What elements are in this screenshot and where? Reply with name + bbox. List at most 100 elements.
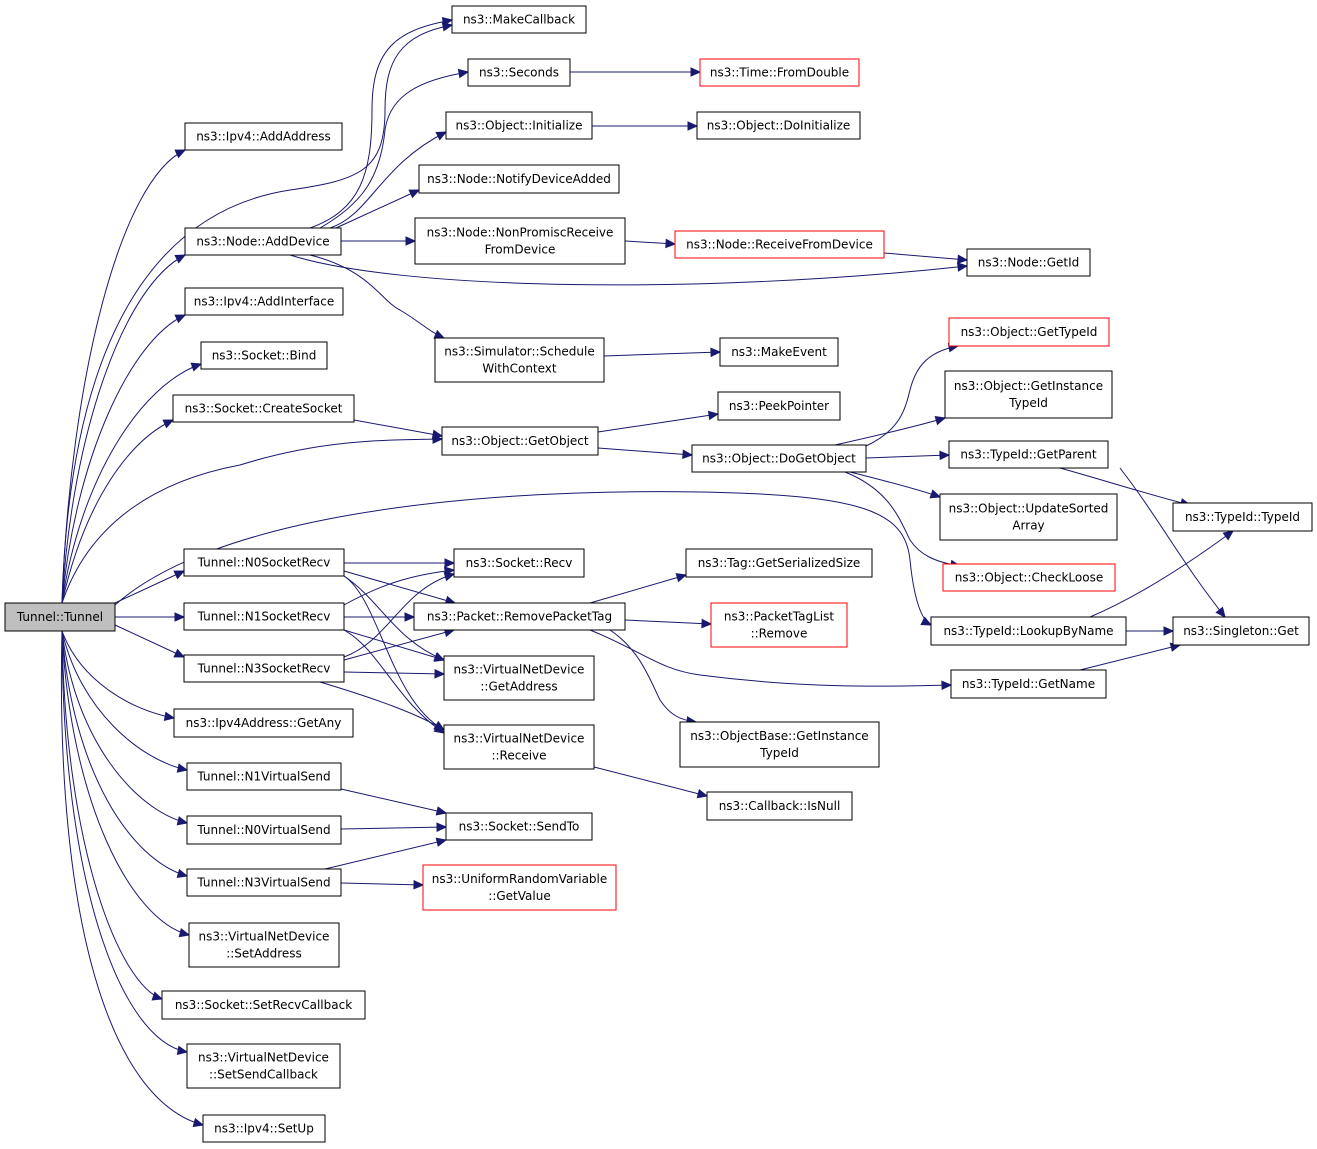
node-object_gettypeid[interactable]: ns3::Object::GetTypeId — [948, 317, 1110, 347]
node-n3socketrecv[interactable]: Tunnel::N3SocketRecv — [183, 654, 345, 683]
node-box — [186, 868, 342, 897]
node-node_receivefromdevice[interactable]: ns3::Node::ReceiveFromDevice — [674, 230, 885, 259]
arrowhead — [435, 806, 448, 816]
edge-typeid_lookupbyname-to-typeid_typeid — [1089, 530, 1234, 618]
node-tunnel[interactable]: Tunnel::Tunnel — [4, 602, 116, 632]
node-packettaglist_remove[interactable]: ns3::PacketTagList::Remove — [710, 602, 848, 648]
node-box — [966, 248, 1091, 277]
node-callback_isnull[interactable]: ns3::Callback::IsNull — [706, 791, 853, 821]
node-singleton_get[interactable]: ns3::Singleton::Get — [1172, 616, 1310, 646]
arrowhead — [434, 669, 446, 679]
node-ipv4_setup[interactable]: ns3::Ipv4::SetUp — [202, 1114, 326, 1143]
node-vnd_setaddress[interactable]: ns3::VirtualNetDevice::SetAddress — [188, 922, 340, 968]
node-label: Tunnel::Tunnel — [16, 610, 103, 624]
arrowhead — [174, 254, 187, 264]
edge-packet_removepackettag-to-objectbase_getinstancetypeid — [609, 629, 698, 726]
node-vnd_receive[interactable]: ns3::VirtualNetDevice::Receive — [443, 724, 595, 770]
edge-tunnel-to-n0socketrecv — [114, 570, 186, 604]
node-ipv4address_getany[interactable]: ns3::Ipv4Address::GetAny — [173, 708, 354, 738]
node-vnd_setsendcallback[interactable]: ns3::VirtualNetDevice::SetSendCallback — [186, 1043, 341, 1089]
node-box — [184, 227, 342, 256]
node-object_doinitialize[interactable]: ns3::Object::DoInitialize — [696, 111, 861, 140]
edge-n3socketrecv-to-vnd_getaddress — [343, 669, 446, 679]
node-n1socketrecv[interactable]: Tunnel::N1SocketRecv — [183, 602, 345, 631]
node-node_notifydeviceadded[interactable]: ns3::Node::NotifyDeviceAdded — [418, 164, 620, 194]
node-box — [186, 1043, 341, 1089]
node-label: ns3::VirtualNetDevice — [454, 732, 585, 746]
node-urv_getvalue[interactable]: ns3::UniformRandomVariable::GetValue — [422, 864, 617, 911]
node-vnd_getaddress[interactable]: ns3::VirtualNetDevice::GetAddress — [443, 655, 595, 701]
arrowhead — [151, 991, 164, 1001]
node-socket_setrecvcallback[interactable]: ns3::Socket::SetRecvCallback — [161, 990, 366, 1020]
node-makecallback[interactable]: ns3::MakeCallback — [451, 5, 587, 34]
node-n3virtualsend[interactable]: Tunnel::N3VirtualSend — [186, 868, 342, 897]
edge-node_adddevice-to-simulator_schedule — [309, 254, 446, 339]
node-label: Tunnel::N3VirtualSend — [196, 876, 330, 890]
arrowhead — [436, 822, 448, 832]
node-typeid_getname[interactable]: ns3::TypeId::GetName — [950, 669, 1107, 699]
node-object_getobject[interactable]: ns3::Object::GetObject — [441, 426, 599, 456]
node-label: ns3::Singleton::Get — [1183, 624, 1299, 638]
node-box — [706, 791, 853, 821]
node-label: ns3::Node::ReceiveFromDevice — [686, 238, 873, 252]
edge-n3virtualsend-to-urv_getvalue — [340, 880, 425, 890]
node-label: ns3::VirtualNetDevice — [198, 1051, 329, 1065]
node-seconds[interactable]: ns3::Seconds — [467, 58, 571, 87]
node-ipv4_addinterface[interactable]: ns3::Ipv4::AddInterface — [184, 287, 344, 316]
edge-object_getobject-to-peekpointer — [597, 410, 720, 433]
edge-n3virtualsend-to-socket_sendto — [324, 837, 448, 870]
node-node_getid[interactable]: ns3::Node::GetId — [966, 248, 1091, 277]
node-label: Tunnel::N3SocketRecv — [197, 662, 331, 676]
node-label: ns3::Simulator::Schedule — [444, 345, 595, 359]
edge-tunnel-to-typeid_lookupbyname — [114, 491, 933, 626]
arrowhead — [444, 558, 456, 568]
arrowhead — [707, 410, 720, 421]
arrowhead — [413, 880, 425, 890]
node-node_adddevice[interactable]: ns3::Node::AddDevice — [184, 227, 342, 256]
node-box — [183, 548, 345, 577]
node-label: ns3::TypeId::TypeId — [1185, 510, 1300, 524]
node-typeid_typeid[interactable]: ns3::TypeId::TypeId — [1172, 502, 1313, 532]
node-n0socketrecv[interactable]: Tunnel::N0SocketRecv — [183, 548, 345, 577]
node-peekpointer[interactable]: ns3::PeekPointer — [717, 391, 841, 421]
node-time_fromdouble[interactable]: ns3::Time::FromDouble — [699, 58, 860, 87]
node-n0virtualsend[interactable]: Tunnel::N0VirtualSend — [186, 815, 342, 845]
node-label: ns3::TypeId::GetParent — [960, 448, 1096, 462]
edge-tunnel-to-ipv4_setup — [60, 630, 205, 1128]
node-object_dogetobject[interactable]: ns3::Object::DoGetObject — [691, 444, 867, 473]
node-packet_removepackettag[interactable]: ns3::Packet::RemovePacketTag — [413, 602, 626, 631]
arrowhead — [433, 720, 446, 731]
node-socket_createsocket[interactable]: ns3::Socket::CreateSocket — [172, 394, 355, 423]
arrowhead — [939, 450, 951, 461]
node-object_initialize[interactable]: ns3::Object::Initialize — [445, 111, 593, 140]
node-typeid_getparent[interactable]: ns3::TypeId::GetParent — [948, 440, 1109, 469]
arrowhead — [404, 612, 416, 622]
node-label: ns3::PacketTagList — [724, 610, 834, 624]
edge-tunnel-to-n1virtualsend — [61, 630, 189, 773]
node-box — [467, 58, 571, 87]
node-box — [944, 370, 1113, 419]
node-n1virtualsend[interactable]: Tunnel::N1VirtualSend — [186, 762, 342, 791]
node-tag_getserializedsize[interactable]: ns3::Tag::GetSerializedSize — [685, 548, 873, 578]
node-socket_bind[interactable]: ns3::Socket::Bind — [200, 341, 328, 370]
node-makeevent[interactable]: ns3::MakeEvent — [719, 337, 839, 367]
node-ipv4_addaddress[interactable]: ns3::Ipv4::AddAddress — [184, 122, 343, 151]
node-typeid_lookupbyname[interactable]: ns3::TypeId::LookupByName — [930, 616, 1127, 646]
edge-n1socketrecv-to-socket_recv — [343, 566, 456, 606]
node-box — [1172, 502, 1313, 532]
node-object_checkloose[interactable]: ns3::Object::CheckLoose — [942, 563, 1116, 592]
edge-n0socketrecv-to-packet_removepackettag — [343, 570, 457, 605]
node-socket_recv[interactable]: ns3::Socket::Recv — [453, 548, 585, 578]
arrowhead — [176, 1045, 189, 1056]
node-box — [950, 669, 1107, 699]
node-box — [186, 762, 342, 791]
node-label: ns3::Ipv4::SetUp — [214, 1122, 314, 1136]
node-label: ns3::Node::NotifyDeviceAdded — [427, 172, 611, 186]
node-socket_sendto[interactable]: ns3::Socket::SendTo — [445, 812, 593, 841]
edge-tunnel-to-socket_createsocket — [61, 419, 175, 604]
